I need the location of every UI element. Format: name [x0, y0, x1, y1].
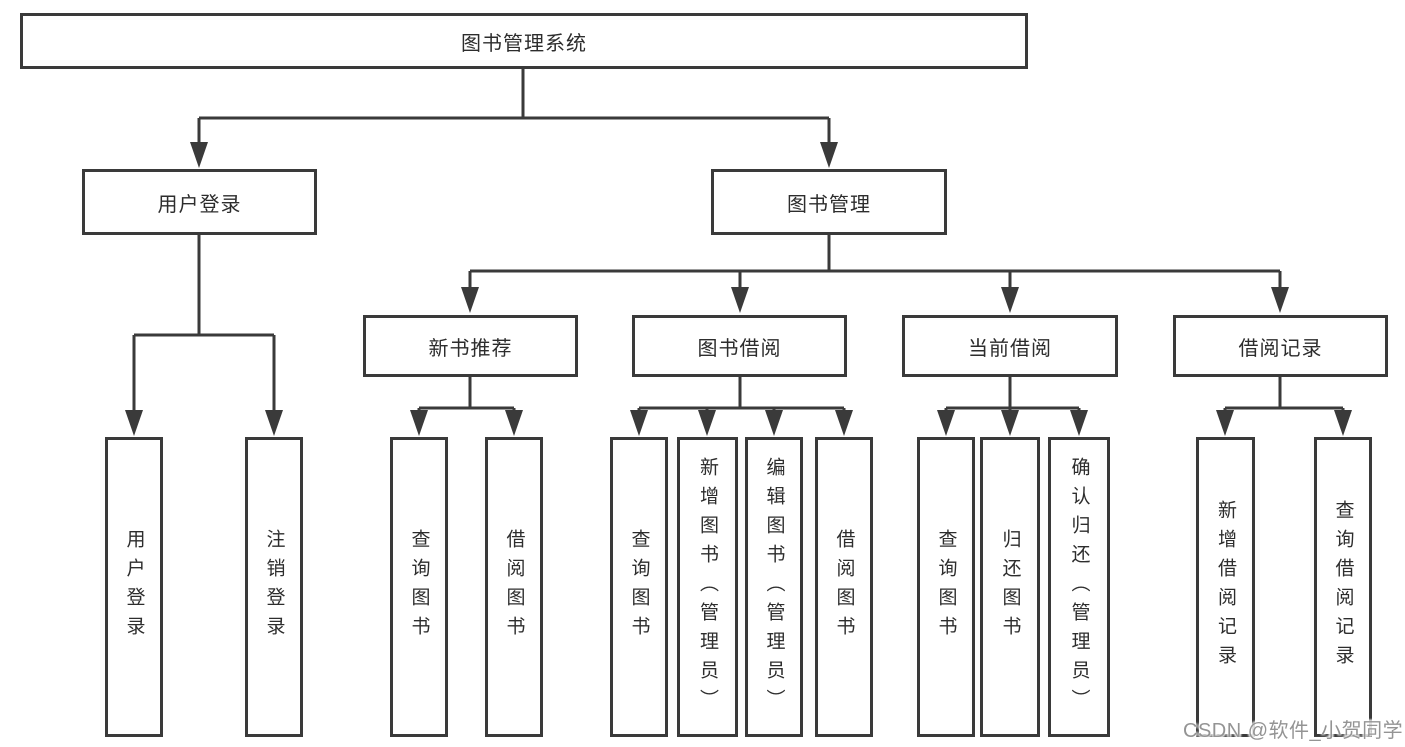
leaf-borrow-add-book-admin: 新增图书（管理员）	[677, 437, 738, 737]
node-label: 确认归还（管理员）	[1068, 456, 1090, 718]
node-new-book-recommend: 新书推荐	[363, 315, 578, 377]
node-label: 归还图书	[999, 529, 1021, 645]
node-book-borrow: 图书借阅	[632, 315, 847, 377]
leaf-records-query-record: 查询借阅记录	[1314, 437, 1372, 737]
leaf-borrow-borrow-book: 借阅图书	[815, 437, 873, 737]
node-label: 借阅图书	[833, 529, 855, 645]
node-label: 编辑图书（管理员）	[763, 456, 785, 718]
leaf-recommend-query-book: 查询图书	[390, 437, 448, 737]
node-label: 图书借阅	[697, 337, 782, 360]
node-root: 图书管理系统	[20, 13, 1028, 69]
node-label: 新书推荐	[428, 337, 513, 360]
node-label: 查询图书	[628, 529, 650, 645]
node-book-management: 图书管理	[711, 169, 947, 235]
leaf-login-user-login: 用户登录	[105, 437, 163, 737]
node-current-borrow: 当前借阅	[902, 315, 1118, 377]
leaf-current-query-book: 查询图书	[917, 437, 975, 737]
leaf-records-add-record: 新增借阅记录	[1196, 437, 1255, 737]
node-label: 当前借阅	[968, 337, 1052, 360]
node-label: 注销登录	[263, 529, 285, 645]
node-label: 借阅记录	[1238, 337, 1323, 360]
node-label: 查询图书	[408, 529, 430, 645]
leaf-login-logout: 注销登录	[245, 437, 303, 737]
node-label: 借阅图书	[503, 529, 525, 645]
leaf-current-return-book: 归还图书	[980, 437, 1040, 737]
leaf-borrow-query-book: 查询图书	[610, 437, 668, 737]
node-label: 新增借阅记录	[1215, 500, 1236, 674]
node-label: 查询借阅记录	[1332, 500, 1354, 674]
node-user-login: 用户登录	[82, 169, 317, 235]
node-label: 图书管理系统	[461, 32, 587, 55]
node-label: 用户登录	[123, 529, 145, 645]
node-label: 查询图书	[935, 529, 957, 645]
watermark: CSDN @软件_小贺同学	[1183, 720, 1404, 742]
node-label: 新增图书（管理员）	[697, 456, 718, 718]
node-borrow-records: 借阅记录	[1173, 315, 1388, 377]
leaf-borrow-edit-book-admin: 编辑图书（管理员）	[745, 437, 803, 737]
leaf-current-confirm-return-admin: 确认归还（管理员）	[1048, 437, 1110, 737]
node-label: 图书管理	[787, 193, 871, 216]
leaf-recommend-borrow-book: 借阅图书	[485, 437, 543, 737]
node-label: 用户登录	[157, 193, 242, 216]
